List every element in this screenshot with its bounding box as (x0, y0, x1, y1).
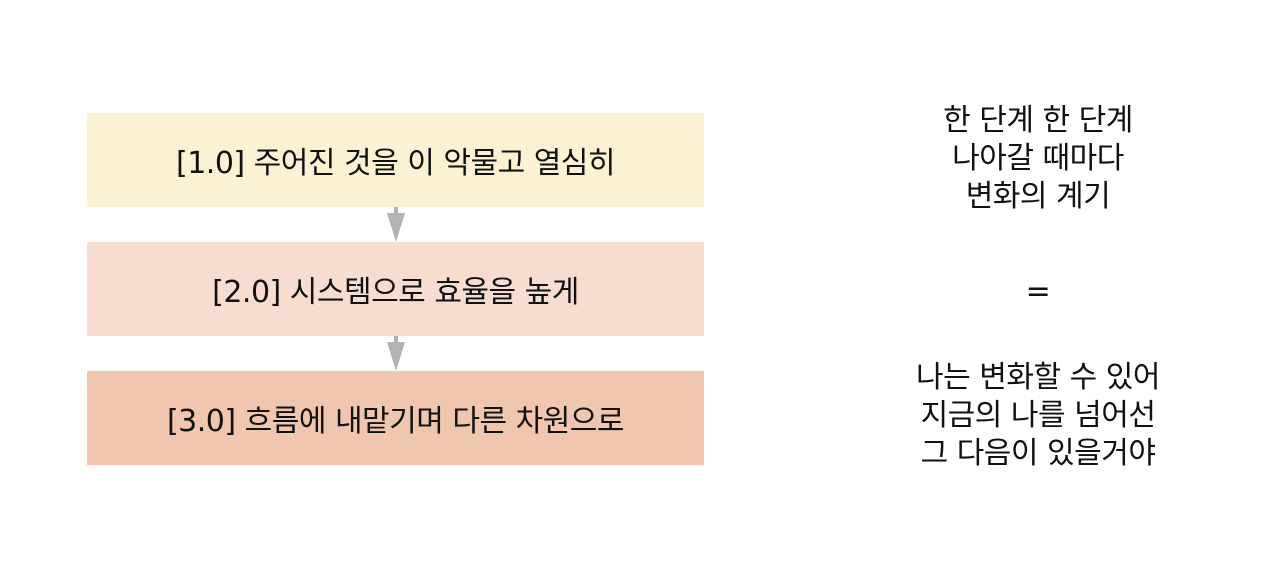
arrow-down-icon (387, 336, 405, 371)
step-box-3: [3.0] 흐름에 내맡기며 다른 차원으로 (87, 371, 704, 465)
side-line: 변화의 계기 (965, 179, 1111, 214)
equals-sign: = (1025, 274, 1051, 309)
step-label-2: [2.0] 시스템으로 효율을 높게 (212, 275, 579, 310)
side-line: 나는 변화할 수 있어 (916, 360, 1160, 395)
arrow-down-icon (387, 207, 405, 242)
step-box-2: [2.0] 시스템으로 효율을 높게 (87, 242, 704, 336)
side-line: 한 단계 한 단계 (943, 103, 1133, 138)
step-label-1: [1.0] 주어진 것을 이 악물고 열심히 (176, 146, 616, 181)
side-line: 지금의 나를 넘어선 (920, 398, 1156, 433)
side-line: 나아갈 때마다 (952, 141, 1124, 176)
side-text-bottom: 나는 변화할 수 있어 지금의 나를 넘어선 그 다음이 있을거야 (880, 359, 1196, 473)
side-line: 그 다음이 있을거야 (920, 436, 1156, 471)
side-text-top: 한 단계 한 단계 나아갈 때마다 변화의 계기 (880, 102, 1196, 216)
step-box-1: [1.0] 주어진 것을 이 악물고 열심히 (87, 113, 704, 207)
step-label-3: [3.0] 흐름에 내맡기며 다른 차원으로 (166, 404, 625, 439)
